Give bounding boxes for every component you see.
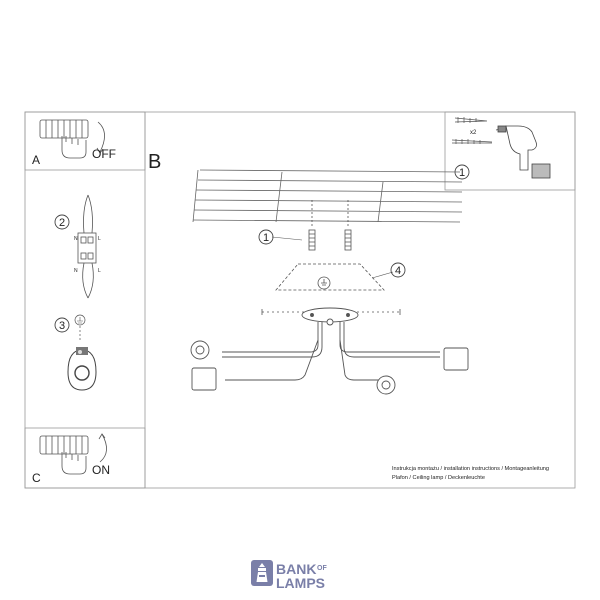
kit-quantity: x2 <box>470 130 477 136</box>
terminal-block-icon <box>77 194 97 299</box>
tools-frame <box>444 111 576 191</box>
panel-c-frame <box>24 427 146 489</box>
drill-icon <box>495 125 551 179</box>
step-2-number: 2 <box>59 217 65 229</box>
caption-line-1: Instrukcja montażu / installation instru… <box>392 466 549 472</box>
switch-on-icon <box>39 435 89 475</box>
bank-of-lamps-logo: BANK OF LAMPS <box>251 560 327 591</box>
sheet-frame <box>24 111 576 489</box>
ground-symbol-icon <box>74 314 86 326</box>
tools-panel: x2 1 <box>444 111 576 191</box>
lamp-socket-left-top <box>190 340 210 360</box>
terminal-l-bottom: L <box>98 268 101 274</box>
lamp-socket-right-top <box>443 347 469 371</box>
ceiling-boards <box>192 169 463 223</box>
panel-a-state: OFF <box>92 147 116 161</box>
step-1-badge <box>258 229 274 245</box>
caption-line-2: Plafon / Ceiling lamp / Deckenleuchte <box>392 475 485 481</box>
panel-c: C ON <box>24 427 146 489</box>
lamp-socket-left-bottom <box>191 367 217 391</box>
terminal-n-bottom: N <box>74 268 78 274</box>
panel-a-frame <box>24 111 146 171</box>
screw-kit-icon <box>451 117 493 144</box>
arrow-down-icon <box>97 121 105 153</box>
arrow-up-icon <box>99 433 107 463</box>
tools-step-number: 1 <box>459 167 465 179</box>
logo-word-bank: BANK <box>276 561 316 577</box>
terminal-n-top: N <box>74 236 78 242</box>
logo-word-lamps: LAMPS <box>276 575 325 591</box>
logo-word-of: OF <box>317 565 327 572</box>
panel-c-state: ON <box>92 463 110 477</box>
lighthouse-icon <box>251 560 273 586</box>
panel-c-letter: C <box>32 471 41 485</box>
terminal-l-top: L <box>98 236 101 242</box>
ground-terminal-icon <box>67 347 97 391</box>
switch-off-icon <box>39 119 89 159</box>
panel-b-letter: B <box>148 151 161 173</box>
lamp-socket-right-bottom <box>376 375 396 395</box>
step-1-number: 1 <box>263 232 269 244</box>
ground-step: 3 <box>54 314 97 391</box>
wiring-step: 2 N L N L <box>54 194 101 299</box>
panel-a: A OFF <box>24 111 146 171</box>
panel-a-letter: A <box>32 153 40 167</box>
step-3-number: 3 <box>59 320 65 332</box>
step-2-badge <box>54 214 70 230</box>
step-4-number: 4 <box>395 265 401 277</box>
ceiling-lamp <box>222 307 440 381</box>
ceiling-screws <box>308 200 352 251</box>
step-3-badge <box>54 317 70 333</box>
step-4-badge <box>390 262 406 278</box>
mounting-plate <box>261 263 401 315</box>
